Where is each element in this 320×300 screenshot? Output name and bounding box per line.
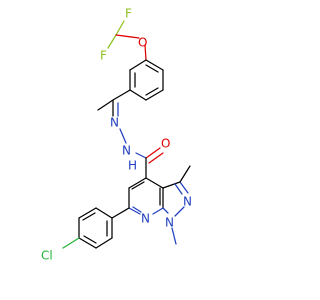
atom-cl: Cl: [41, 249, 53, 263]
difluoromethoxy-group: [107, 20, 147, 61]
atom-n-hydrazone: N: [110, 116, 119, 130]
bond-cf-top: [115, 20, 125, 36]
atom-nh-h: H: [128, 159, 137, 173]
hydrazone-linker: [97, 89, 147, 159]
atom-f-top: F: [125, 7, 132, 21]
bond-c-cl: [62, 237, 80, 249]
amide-group: [145, 147, 164, 179]
bond-c-o-1: [145, 147, 161, 159]
bond-nh-c: [135, 152, 147, 159]
top-phenyl-ring: [129, 59, 164, 101]
bond-cf-left: [107, 34, 117, 49]
bond-c-o-2: [148, 152, 164, 164]
atom-n-pyridine: N: [141, 212, 150, 226]
bond-n-n: [119, 128, 127, 144]
bond-chf2-o: [115, 34, 140, 39]
atom-o-carbonyl: O: [161, 137, 170, 151]
bond-o-ring: [144, 44, 147, 61]
molecule-structure: F F O N N H O N N N Cl: [41, 7, 192, 263]
bond-ring-c: [112, 89, 131, 101]
bond-c3-methyl: [179, 165, 191, 183]
atom-n-pyrazole-1: N: [165, 216, 174, 230]
atom-nh-n: N: [122, 144, 131, 158]
bond-c-methyl: [97, 99, 114, 111]
pyrazolopyridine-core: [128, 165, 191, 245]
bond-n1-methyl: [171, 227, 177, 245]
atom-f-left: F: [100, 49, 107, 63]
atom-n-pyrazole-2: N: [183, 195, 192, 209]
chlorophenyl-group: [62, 207, 130, 249]
bond-core-aryl: [111, 207, 130, 219]
atom-o-ether: O: [138, 36, 147, 50]
